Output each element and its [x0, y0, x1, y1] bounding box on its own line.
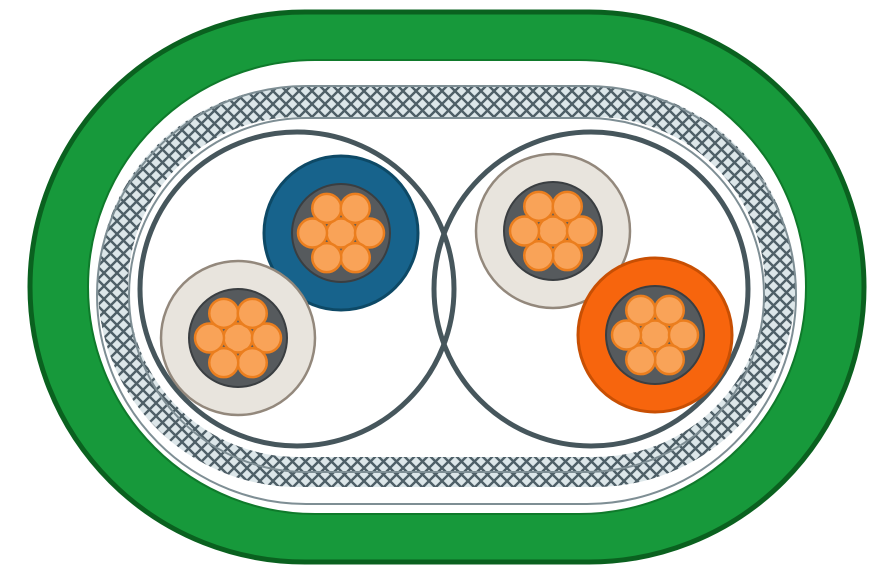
- copper-strand: [311, 241, 343, 274]
- shield-braid-inner-edge: [128, 117, 765, 473]
- copper-strand: [208, 297, 240, 330]
- wire-white-left: [159, 259, 317, 417]
- copper-strand: [667, 319, 700, 351]
- wire-blue: [262, 154, 420, 312]
- copper-strand: [625, 294, 657, 327]
- copper-strand: [625, 343, 657, 376]
- copper-strand: [508, 215, 541, 247]
- copper-strand: [339, 192, 371, 225]
- copper-strand: [311, 192, 343, 225]
- copper-strand: [551, 190, 583, 223]
- wire-white-right: [474, 152, 632, 310]
- copper-strand: [250, 322, 283, 354]
- copper-strand: [523, 190, 555, 223]
- copper-strand: [353, 217, 386, 249]
- copper-strand: [339, 241, 371, 274]
- copper-strand: [653, 294, 685, 327]
- pair-wrap-right: [431, 129, 751, 449]
- copper-strand: [236, 346, 268, 379]
- wire-orange: [576, 256, 734, 414]
- copper-strand: [551, 239, 583, 272]
- copper-strand: [208, 346, 240, 379]
- copper-strand: [565, 215, 598, 247]
- copper-strand: [236, 297, 268, 330]
- copper-strand: [296, 217, 329, 249]
- copper-strand: [523, 239, 555, 272]
- shield-braid-outer-edge: [96, 85, 797, 505]
- copper-strand: [193, 322, 226, 354]
- pair-wrap-left: [137, 129, 457, 449]
- copper-strand: [653, 343, 685, 376]
- copper-strand: [610, 319, 643, 351]
